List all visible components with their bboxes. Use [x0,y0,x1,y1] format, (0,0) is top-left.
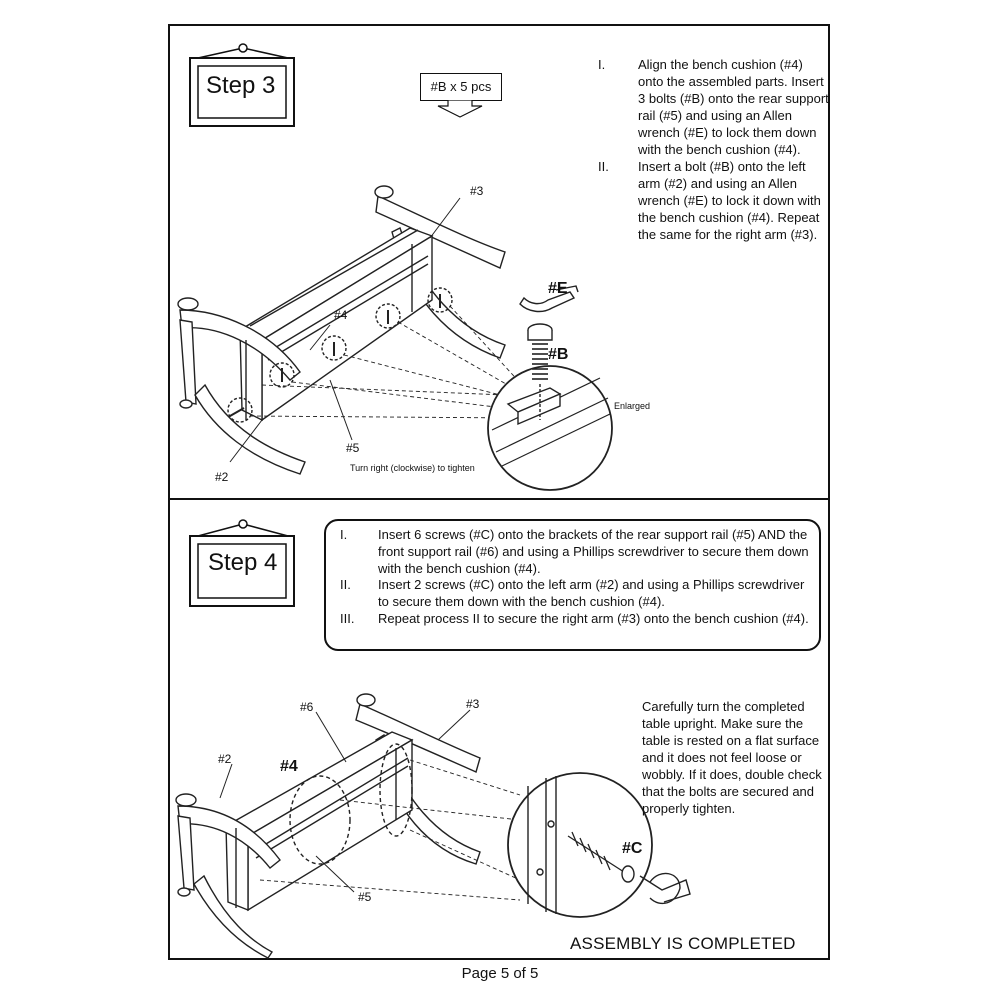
step4-instruction-1: I. Insert 6 screws (#C) onto the bracket… [340,527,809,576]
step3-label-part5: #5 [346,441,360,455]
step3-kit-box: #B x 5 pcs [420,73,502,101]
step4-instruction-2: II. Insert 2 screws (#C) onto the left a… [340,577,805,610]
step4-label-part6: #6 [300,700,314,714]
step3-label-bolt-b: #B [548,346,569,363]
step4-label-screw-c: #C [622,840,643,857]
section-divider [168,498,830,500]
step3-bench-diagram [177,185,613,491]
step4-plaque-icon [189,519,295,607]
step3-label-part4: #4 [334,308,348,322]
step3-instructions: I. Align the bench cushion (#4) onto the… [598,56,830,243]
step3-plaque-icon [189,43,295,127]
assembly-completed-text: ASSEMBLY IS COMPLETED [570,934,796,953]
step4-label: Step 4 [208,549,278,576]
step4-label-part5: #5 [358,890,372,904]
page-number: Page 5 of 5 [461,965,539,982]
step4-label-part3: #3 [466,697,480,711]
step4-instruction-3: III. Repeat process II to secure the rig… [340,610,809,626]
step3-enlarged-label: Enlarged [614,401,651,411]
step4-completion-note: Carefully turn the completed table uprig… [642,699,822,816]
step3-instruction-1: I. Align the bench cushion (#4) onto the… [598,57,829,157]
step3-label-part3: #3 [470,184,484,198]
down-arrow-icon [437,100,483,118]
step3-label-part2: #2 [215,470,229,484]
step3-label-wrench-e: #E [548,280,568,297]
step4-instructions: I. Insert 6 screws (#C) onto the bracket… [324,519,821,651]
instruction-frame [168,24,830,960]
step4-label-part2: #2 [218,752,232,766]
step3-turn-note: Turn right (clockwise) to tighten [350,463,475,473]
step3-instruction-2: II. Insert a bolt (#B) onto the left arm… [598,159,821,242]
step4-label-part4: #4 [280,758,298,775]
step3-label: Step 3 [206,72,276,99]
